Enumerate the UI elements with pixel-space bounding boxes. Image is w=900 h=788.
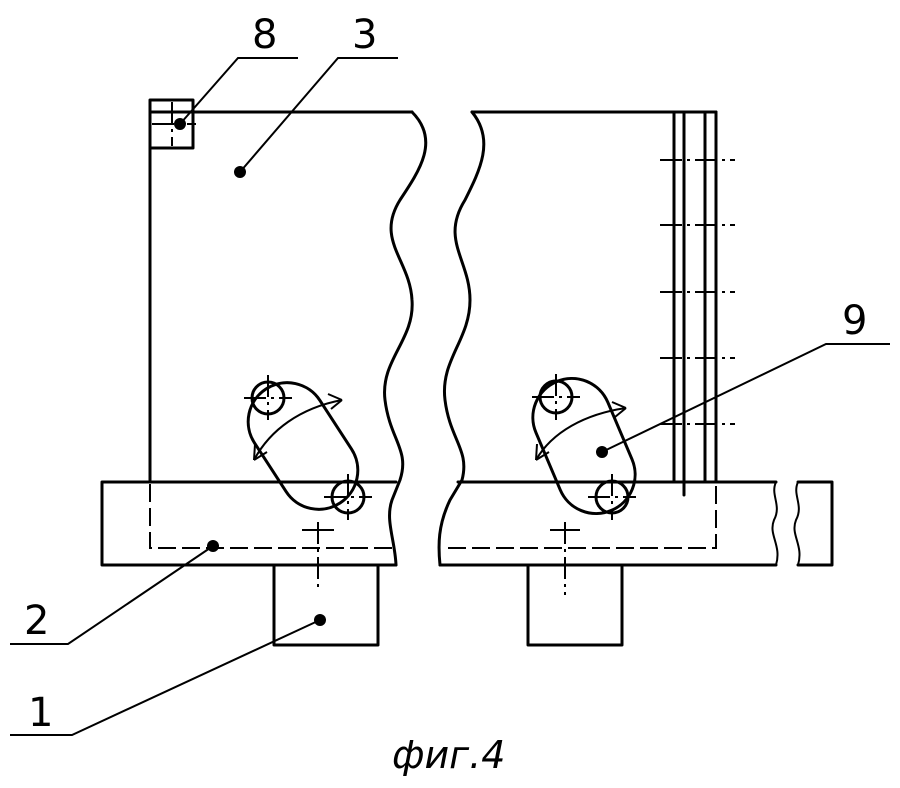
beam-end-piece xyxy=(796,480,834,567)
label-9: 9 xyxy=(842,298,867,344)
left-section xyxy=(100,98,428,647)
arrowhead xyxy=(327,393,343,410)
right-section xyxy=(437,110,834,647)
label-1: 1 xyxy=(28,690,53,736)
beam-break-wave xyxy=(771,481,779,566)
support-right xyxy=(526,563,624,647)
panel-3-left-outline xyxy=(148,110,414,482)
break-line-left xyxy=(383,110,428,567)
support-1-left xyxy=(272,563,380,647)
label-8: 8 xyxy=(252,12,277,58)
arrowhead xyxy=(253,443,268,461)
leaders xyxy=(10,57,890,736)
beam-2-left xyxy=(100,480,398,567)
beam-end-wave xyxy=(793,481,801,566)
rotation-arrow-left xyxy=(253,399,343,461)
break-line-right xyxy=(437,110,486,567)
beam-2-hidden-left xyxy=(149,484,396,549)
link-arm-left xyxy=(246,381,360,511)
beam-2-right xyxy=(438,480,778,567)
leader-line-1 xyxy=(10,619,321,736)
label-3: 3 xyxy=(352,12,377,58)
rotation-arrow-right xyxy=(535,407,627,461)
arrowhead xyxy=(611,401,627,418)
leader-line-8 xyxy=(179,57,298,125)
beam-2-hidden-right xyxy=(448,484,717,549)
leader-line-2 xyxy=(10,545,214,645)
figure-caption: фиг.4 xyxy=(392,733,505,777)
label-2: 2 xyxy=(24,598,49,644)
leader-line-3 xyxy=(239,57,398,173)
profile-dashed-ticks xyxy=(660,159,735,425)
arrowhead xyxy=(535,443,550,461)
leader-line-9 xyxy=(601,343,890,453)
